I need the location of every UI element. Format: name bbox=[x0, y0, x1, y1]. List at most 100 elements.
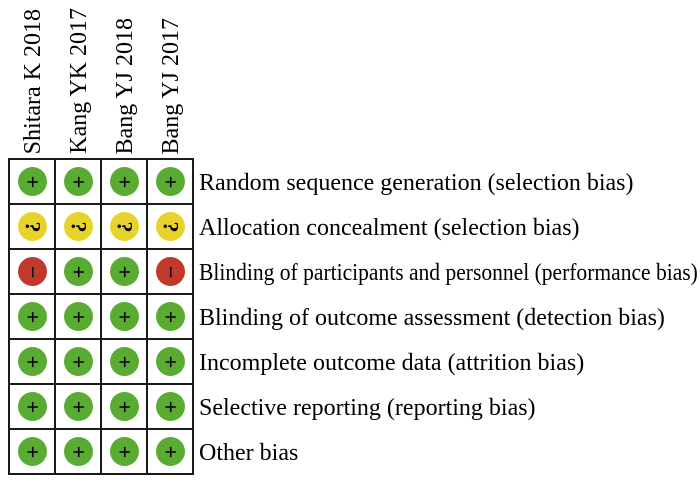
judgment-cell: + bbox=[148, 385, 192, 428]
judgment-cell: + bbox=[56, 385, 100, 428]
judgment-cell: + bbox=[10, 430, 54, 473]
domain-label-row: Other bias bbox=[199, 430, 698, 475]
domain-label-row: Allocation concealment (selection bias) bbox=[199, 205, 698, 250]
judgment-symbol: + bbox=[111, 355, 137, 368]
judgment-cell: + bbox=[10, 295, 54, 338]
judgment-cell: ? bbox=[10, 205, 54, 248]
study-header-cell: Bang YJ 2017 bbox=[148, 0, 194, 154]
judgment-cell: + bbox=[148, 430, 192, 473]
judgment-circle: + bbox=[17, 392, 47, 421]
domain-label-row: Selective reporting (reporting bias) bbox=[199, 385, 698, 430]
judgment-cell: + bbox=[148, 340, 192, 383]
study-label: Bang YJ 2018 bbox=[112, 17, 138, 154]
judgment-circle: + bbox=[63, 437, 93, 466]
judgment-cell: + bbox=[56, 295, 100, 338]
judgment-symbol: + bbox=[157, 175, 183, 188]
judgment-symbol: + bbox=[111, 265, 137, 278]
judgment-circle: + bbox=[155, 437, 185, 466]
domain-label-row: Incomplete outcome data (attrition bias) bbox=[199, 340, 698, 385]
judgment-circle: + bbox=[17, 167, 47, 196]
judgment-symbol: − bbox=[157, 265, 183, 278]
domain-label: Incomplete outcome data (attrition bias) bbox=[199, 349, 585, 376]
study-label: Bang YJ 2017 bbox=[158, 17, 184, 154]
judgment-symbol: + bbox=[157, 400, 183, 413]
judgment-cell: ? bbox=[102, 205, 146, 248]
judgment-symbol: + bbox=[65, 400, 91, 413]
judgment-cell: + bbox=[102, 295, 146, 338]
domain-labels-column: Random sequence generation (selection bi… bbox=[199, 160, 698, 475]
judgment-circle: ? bbox=[155, 212, 185, 241]
judgment-circle: ? bbox=[17, 212, 47, 241]
judgment-symbol: + bbox=[111, 175, 137, 188]
judgment-cell: + bbox=[56, 430, 100, 473]
domain-label: Blinding of participants and personnel (… bbox=[199, 259, 698, 286]
judgment-symbol: + bbox=[157, 445, 183, 458]
judgment-circle: + bbox=[109, 437, 139, 466]
judgment-circle: + bbox=[155, 167, 185, 196]
judgment-symbol: + bbox=[19, 400, 45, 413]
judgment-symbol: + bbox=[65, 445, 91, 458]
judgment-cell: + bbox=[102, 160, 146, 203]
domain-label: Other bias bbox=[199, 439, 299, 466]
judgment-circle: + bbox=[17, 437, 47, 466]
judgment-cell: + bbox=[148, 295, 192, 338]
domain-label-row: Blinding of participants and personnel (… bbox=[199, 250, 698, 295]
judgment-circle: + bbox=[17, 302, 47, 331]
judgment-symbol: ? bbox=[66, 221, 91, 232]
judgment-circle: + bbox=[109, 167, 139, 196]
judgment-symbol: + bbox=[157, 355, 183, 368]
judgment-symbol: + bbox=[65, 265, 91, 278]
judgment-cell: + bbox=[56, 250, 100, 293]
domain-label: Allocation concealment (selection bias) bbox=[199, 214, 580, 241]
judgment-circle: + bbox=[109, 392, 139, 421]
study-header-cell: Kang YK 2017 bbox=[56, 0, 102, 154]
judgment-symbol: + bbox=[111, 445, 137, 458]
judgment-cell: − bbox=[148, 250, 192, 293]
judgment-cell: + bbox=[102, 250, 146, 293]
study-header-cell: Bang YJ 2018 bbox=[102, 0, 148, 154]
judgment-cell: ? bbox=[56, 205, 100, 248]
judgment-cell: + bbox=[102, 385, 146, 428]
judgment-cell: + bbox=[10, 340, 54, 383]
study-header-cell: Shitara K 2018 bbox=[10, 0, 56, 154]
judgment-symbol: + bbox=[19, 175, 45, 188]
judgment-symbol: − bbox=[19, 265, 45, 278]
domain-label: Selective reporting (reporting bias) bbox=[199, 394, 536, 421]
judgment-circle: + bbox=[63, 257, 93, 286]
judgment-circle: + bbox=[63, 392, 93, 421]
judgment-cell: + bbox=[102, 430, 146, 473]
domain-label-row: Blinding of outcome assessment (detectio… bbox=[199, 295, 698, 340]
judgment-circle: ? bbox=[109, 212, 139, 241]
judgment-circle: + bbox=[109, 257, 139, 286]
judgment-circle: + bbox=[155, 347, 185, 376]
judgment-circle: + bbox=[63, 347, 93, 376]
judgment-circle: + bbox=[155, 302, 185, 331]
judgment-symbol: + bbox=[19, 310, 45, 323]
judgment-symbol: + bbox=[65, 310, 91, 323]
judgment-symbol: + bbox=[19, 445, 45, 458]
judgment-circle: + bbox=[17, 347, 47, 376]
judgment-cell: + bbox=[10, 385, 54, 428]
judgment-circle: + bbox=[109, 302, 139, 331]
judgment-symbol: + bbox=[111, 400, 137, 413]
domain-label-row: Random sequence generation (selection bi… bbox=[199, 160, 698, 205]
judgment-cell: − bbox=[10, 250, 54, 293]
judgment-symbol: + bbox=[65, 355, 91, 368]
judgment-symbol: ? bbox=[20, 221, 45, 232]
study-label: Kang YK 2017 bbox=[66, 8, 92, 154]
judgment-cell: ? bbox=[148, 205, 192, 248]
judgment-symbol: ? bbox=[112, 221, 137, 232]
judgment-circle: + bbox=[155, 392, 185, 421]
judgment-cell: + bbox=[56, 340, 100, 383]
judgment-cell: + bbox=[148, 160, 192, 203]
judgment-symbol: + bbox=[65, 175, 91, 188]
judgment-circle: − bbox=[155, 257, 185, 286]
judgment-cell: + bbox=[10, 160, 54, 203]
judgment-circle: + bbox=[63, 167, 93, 196]
judgment-cell: + bbox=[56, 160, 100, 203]
domain-label: Blinding of outcome assessment (detectio… bbox=[199, 304, 665, 331]
judgment-circle: − bbox=[17, 257, 47, 286]
judgment-symbol: ? bbox=[158, 221, 183, 232]
judgment-cell: + bbox=[102, 340, 146, 383]
